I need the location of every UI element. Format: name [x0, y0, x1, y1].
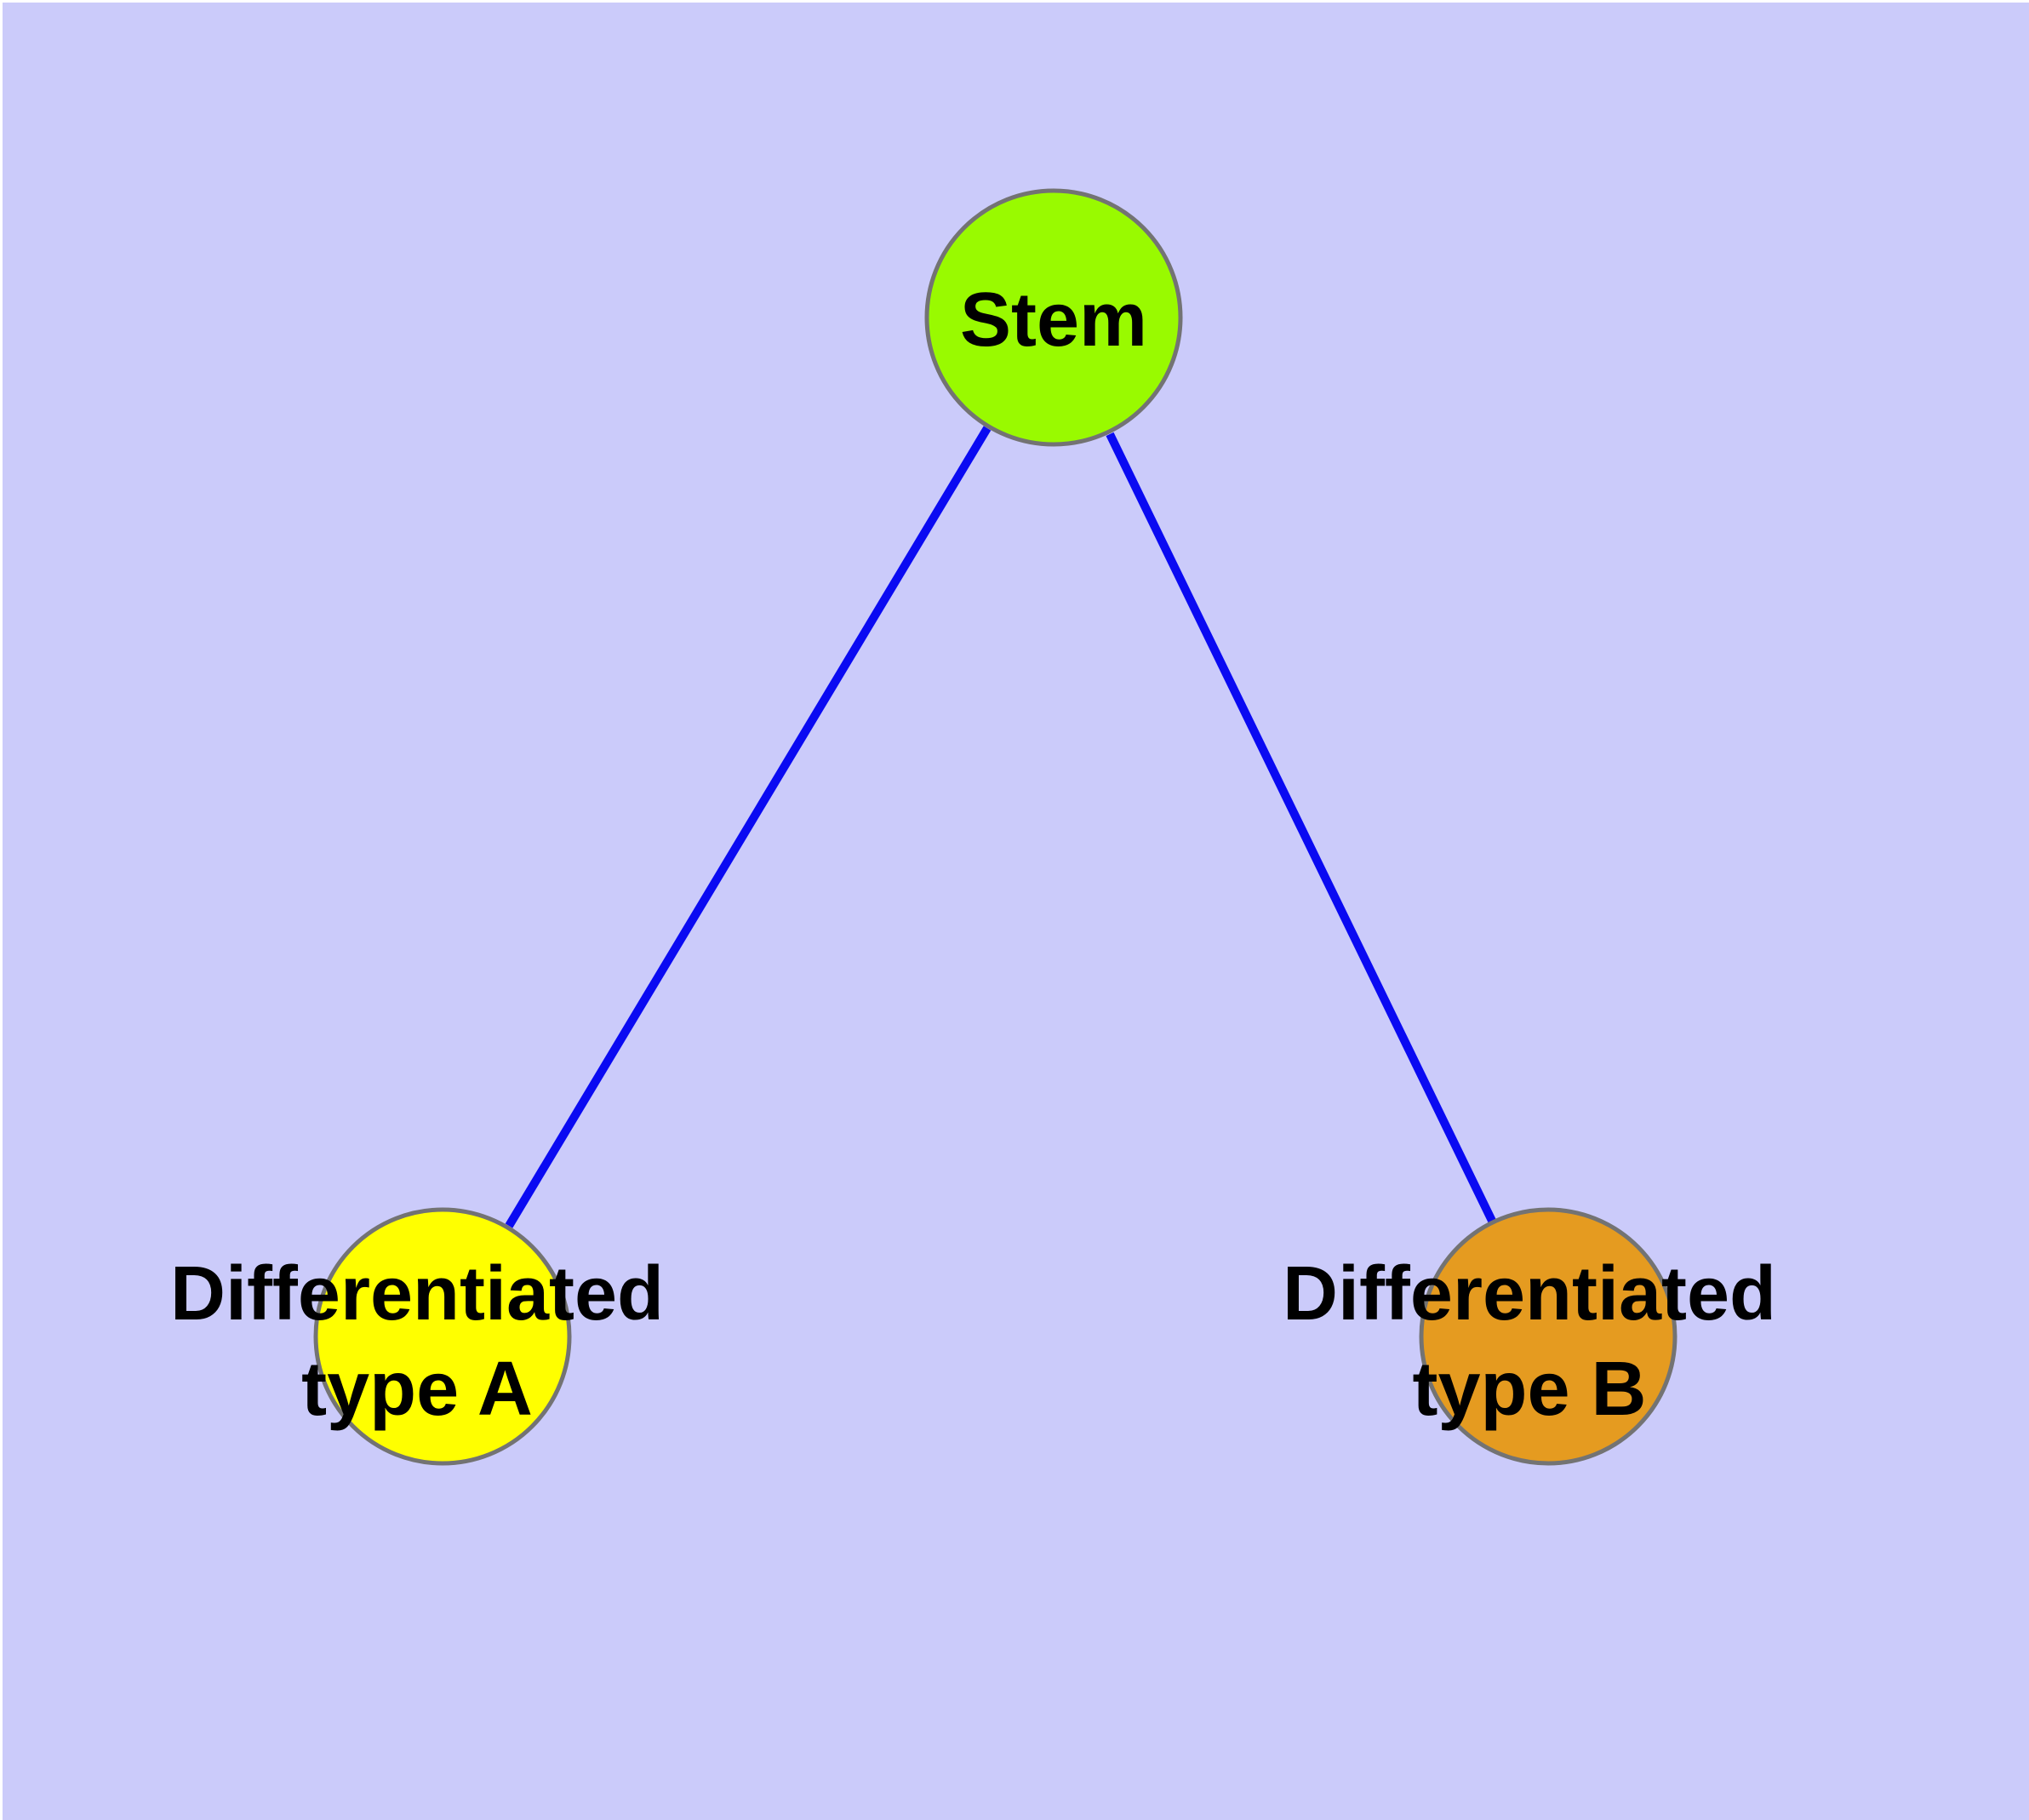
- edge-stem-to-type-b: [1106, 432, 1496, 1223]
- node-stem-circle: [924, 188, 1183, 447]
- node-type-a-circle: [313, 1207, 572, 1466]
- node-type-a-label-line1: Differentiated: [170, 1251, 664, 1336]
- node-stem: Stem: [924, 188, 1183, 447]
- node-type-b-circle: [1419, 1207, 1677, 1466]
- node-type-a-label-line2: type A: [301, 1347, 533, 1432]
- node-type-a: Differentiated type A: [170, 1207, 664, 1466]
- node-type-b: Differentiated type B: [1283, 1207, 1776, 1466]
- edge-stem-to-type-a: [505, 426, 992, 1228]
- node-type-b-label-line1: Differentiated: [1283, 1251, 1776, 1336]
- node-stem-label: Stem: [960, 278, 1147, 363]
- node-type-b-label-line2: type B: [1412, 1347, 1646, 1432]
